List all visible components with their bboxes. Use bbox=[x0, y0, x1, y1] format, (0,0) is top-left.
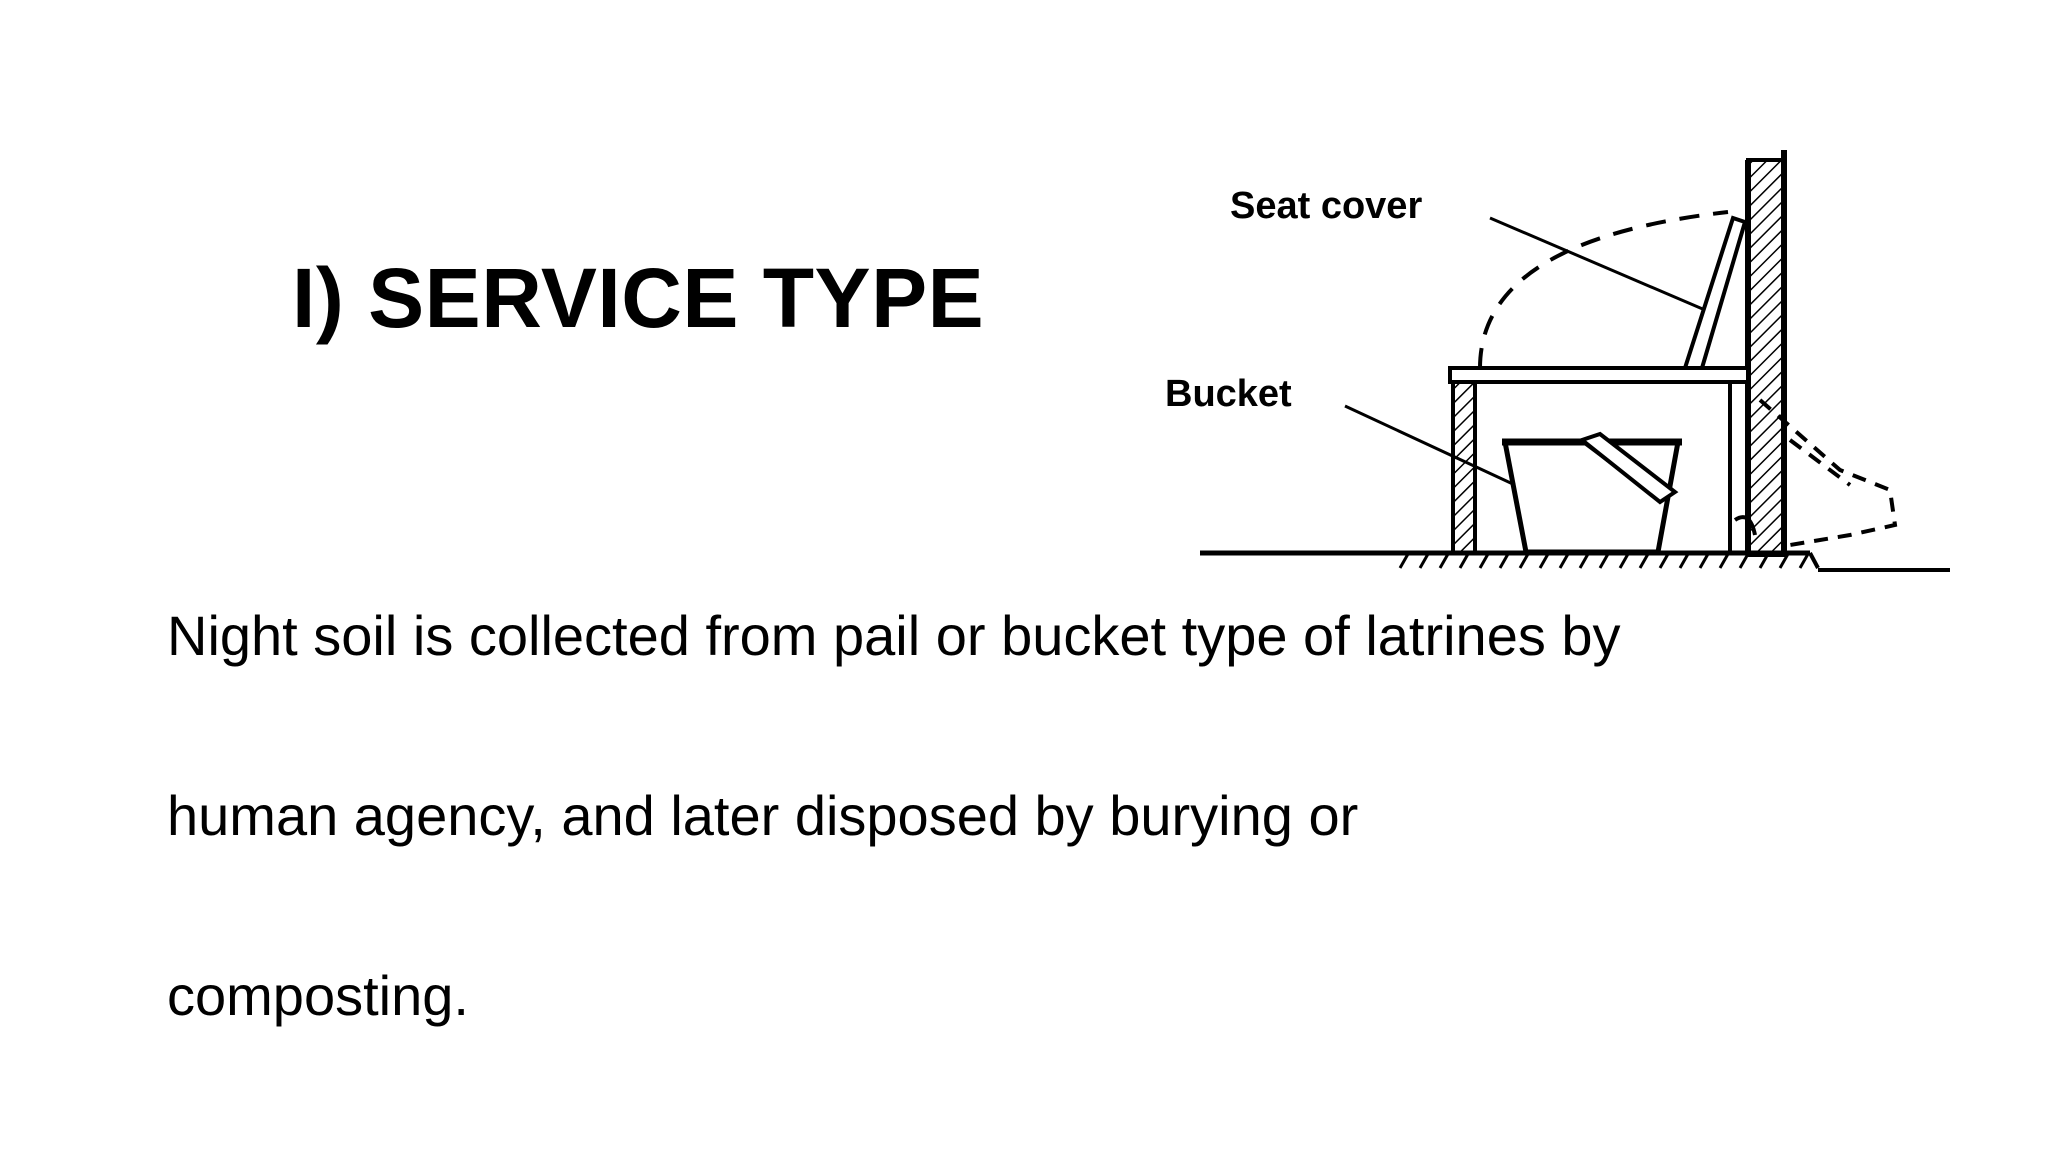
bucket-leader bbox=[1344, 404, 1516, 487]
body-text-line-1: Night soil is collected from pail or buc… bbox=[167, 604, 1621, 667]
body-text-line-3: composting. bbox=[167, 964, 469, 1027]
seat-cover-label: Seat cover bbox=[1230, 185, 1422, 227]
bucket-label: Bucket bbox=[1165, 373, 1292, 415]
seat-cover bbox=[1682, 215, 1748, 370]
latrine-diagram: Seat cover Bucket bbox=[1150, 140, 1970, 590]
bucket bbox=[1501, 431, 1682, 555]
ground-line bbox=[1200, 550, 1950, 572]
seat-box bbox=[1448, 366, 1750, 555]
seat-cover-leader bbox=[1489, 216, 1706, 312]
back-wall bbox=[1745, 150, 1787, 557]
latrine-diagram-svg: Seat cover Bucket bbox=[1165, 150, 1950, 572]
removal-door-dashed bbox=[1733, 398, 1898, 547]
slide-title: I) SERVICE TYPE bbox=[292, 251, 985, 345]
body-text-line-2: human agency, and later disposed by bury… bbox=[167, 784, 1359, 847]
